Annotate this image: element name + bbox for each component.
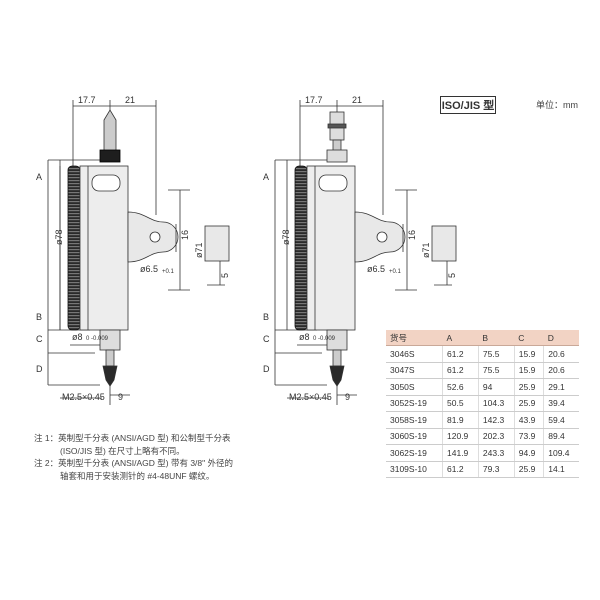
left-dim-a: A	[36, 172, 42, 182]
header-a: A	[442, 330, 479, 346]
header-part-no: 货号	[386, 330, 443, 346]
note-2-line-1: 注 2：英制型千分表 (ANSI/AGD 型) 带有 3/8" 外径的	[34, 458, 234, 468]
cell-d: 89.4	[543, 428, 579, 445]
header-d: D	[543, 330, 579, 346]
spec-table-header: 货号 A B C D	[386, 330, 579, 346]
cell-a: 61.2	[442, 362, 479, 379]
header-b: B	[478, 330, 515, 346]
cell-c: 43.9	[513, 411, 544, 429]
header-c: C	[514, 330, 544, 346]
right-dim-9: 9	[345, 392, 350, 402]
right-dim-16: 16	[407, 230, 417, 240]
notes: 注 1：英制型千分表 (ANSI/AGD 型) 和公制型千分表 (ISO/JIS…	[34, 432, 274, 482]
cell-d: 59.4	[543, 411, 579, 429]
cell-c: 15.9	[513, 362, 544, 379]
left-dim-c: C	[36, 334, 43, 344]
cell-b: 75.5	[477, 345, 515, 363]
table-row: 3058S-19 81.9 142.3 43.9 59.4	[386, 411, 579, 429]
cell-part-no: 3109S-10	[386, 461, 443, 478]
left-stem-dia: ø8	[72, 332, 83, 342]
cell-d: 20.6	[543, 362, 579, 379]
left-dia-78: ø78	[54, 229, 64, 245]
cell-d: 109.4	[543, 444, 579, 462]
left-dim-5: 5	[220, 273, 230, 278]
cell-c: 94.9	[513, 444, 544, 462]
cell-c: 25.9	[513, 378, 544, 396]
cell-c: 25.9	[513, 395, 544, 412]
note-2-line-2: 轴套和用于安装测针的 #4-48UNF 螺纹。	[60, 470, 215, 481]
cell-c: 73.9	[513, 428, 544, 445]
left-dim-b: B	[36, 312, 42, 322]
cell-part-no: 3058S-19	[386, 411, 443, 429]
table-row: 3060S-19 120.9 202.3 73.9 89.4	[386, 428, 579, 445]
left-dim-d: D	[36, 364, 43, 374]
cell-part-no: 3047S	[386, 362, 443, 379]
right-thread-size: M2.5×0.45	[289, 392, 332, 402]
cell-b: 243.3	[477, 444, 515, 462]
left-indicator-view	[47, 100, 230, 405]
right-top-dim-21: 21	[352, 95, 362, 105]
cell-a: 61.2	[442, 345, 479, 363]
table-row: 3052S-19 50.5 104.3 25.9 39.4	[386, 395, 579, 412]
cell-part-no: 3060S-19	[386, 428, 443, 445]
cell-part-no: 3062S-19	[386, 444, 443, 462]
left-stem-tolerance: 0 -0.009	[86, 336, 109, 342]
cell-b: 202.3	[477, 428, 515, 445]
right-stem-tolerance: 0 -0.009	[313, 336, 336, 342]
cell-a: 50.5	[442, 395, 479, 412]
cell-b: 79.3	[477, 461, 515, 478]
left-dim-16: 16	[180, 230, 190, 240]
table-row: 3046S 61.2 75.5 15.9 20.6	[386, 345, 579, 363]
cell-b: 94	[477, 378, 515, 396]
right-dim-c: C	[263, 334, 270, 344]
cell-d: 39.4	[543, 395, 579, 412]
right-dim-d: D	[263, 364, 270, 374]
left-dia-71: ø71	[194, 242, 204, 258]
cell-d: 14.1	[543, 461, 579, 478]
cell-b: 142.3	[477, 411, 515, 429]
cell-d: 20.6	[543, 345, 579, 363]
left-hole-dia: ø6.5	[140, 264, 158, 274]
right-dim-5: 5	[447, 273, 457, 278]
unit-label: 单位：mm	[536, 100, 578, 110]
right-dia-71: ø71	[421, 242, 431, 258]
left-thread-size: M2.5×0.45	[62, 392, 105, 402]
left-hole-tolerance: +0.1	[162, 269, 175, 275]
table-row: 3062S-19 141.9 243.3 94.9 109.4	[386, 444, 579, 462]
right-dim-a: A	[263, 172, 269, 182]
cell-a: 81.9	[442, 411, 479, 429]
table-row: 3047S 61.2 75.5 15.9 20.6	[386, 362, 579, 379]
spec-table: 货号 A B C D 3046S 61.2 75.5 15.9 20.6 304…	[386, 330, 579, 478]
cell-b: 104.3	[477, 395, 515, 412]
cell-c: 15.9	[513, 345, 544, 363]
right-dim-b: B	[263, 312, 269, 322]
cell-a: 120.9	[442, 428, 479, 445]
left-dim-9: 9	[118, 392, 123, 402]
cell-part-no: 3046S	[386, 345, 443, 363]
iso-jis-badge: ISO/JIS 型	[440, 96, 496, 114]
left-top-dim-21: 21	[125, 95, 135, 105]
cell-c: 25.9	[513, 461, 544, 478]
cell-a: 61.2	[442, 461, 479, 478]
right-hole-dia: ø6.5	[367, 264, 385, 274]
cell-part-no: 3050S	[386, 378, 443, 396]
right-stem-dia: ø8	[299, 332, 310, 342]
cell-part-no: 3052S-19	[386, 395, 443, 412]
table-row: 3109S-10 61.2 79.3 25.9 14.1	[386, 461, 579, 478]
right-hole-tolerance: +0.1	[389, 269, 402, 275]
right-top-dim-17-7: 17.7	[305, 95, 323, 105]
cell-a: 141.9	[442, 444, 479, 462]
right-dia-78: ø78	[281, 229, 291, 245]
cell-d: 29.1	[543, 378, 579, 396]
note-1-line-2: (ISO/JIS 型) 在尺寸上略有不同。	[60, 445, 185, 456]
cell-b: 75.5	[477, 362, 515, 379]
cell-a: 52.6	[442, 378, 479, 396]
note-1-line-1: 注 1：英制型千分表 (ANSI/AGD 型) 和公制型千分表	[34, 433, 231, 443]
table-row: 3050S 52.6 94 25.9 29.1	[386, 378, 579, 396]
left-top-dim-17-7: 17.7	[78, 95, 96, 105]
right-indicator-view	[274, 100, 457, 405]
